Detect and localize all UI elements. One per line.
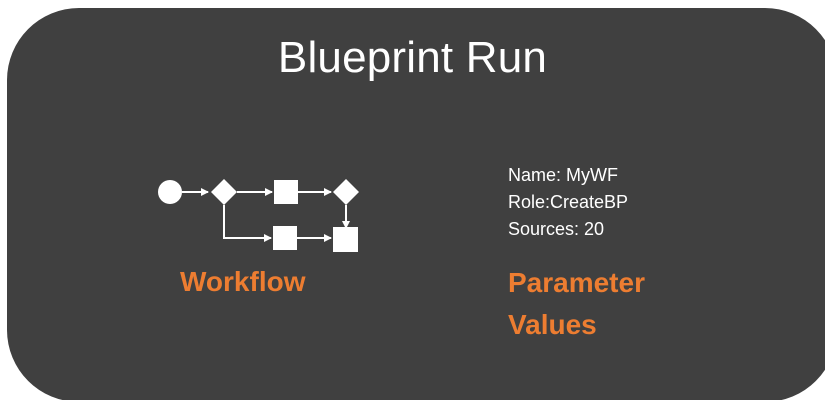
workflow-diagram-icon: [158, 179, 359, 252]
parameter-heading-line-1: Parameter: [508, 267, 645, 298]
end-node-icon: [333, 227, 358, 252]
parameter-heading-line-2: Values: [508, 309, 597, 340]
process-node-icon: [274, 180, 298, 204]
workflow-label: Workflow: [180, 266, 306, 297]
decision-node-icon: [333, 179, 359, 205]
parameter-role: Role:CreateBP: [508, 192, 629, 212]
parameter-sources: Sources: 20: [508, 219, 605, 239]
process-node-icon: [273, 226, 297, 250]
start-node-icon: [158, 180, 182, 204]
parameter-name: Name: MyWF: [508, 165, 618, 185]
page-title: Blueprint Run: [277, 33, 548, 82]
parameter-values-heading: Parameter Values: [508, 262, 645, 346]
blueprint-run-card: [7, 8, 825, 400]
decision-node-icon: [211, 179, 237, 205]
parameter-list: Name: MyWF Role:CreateBP Sources: 20: [508, 162, 628, 243]
workflow-arrow: [223, 205, 272, 242]
